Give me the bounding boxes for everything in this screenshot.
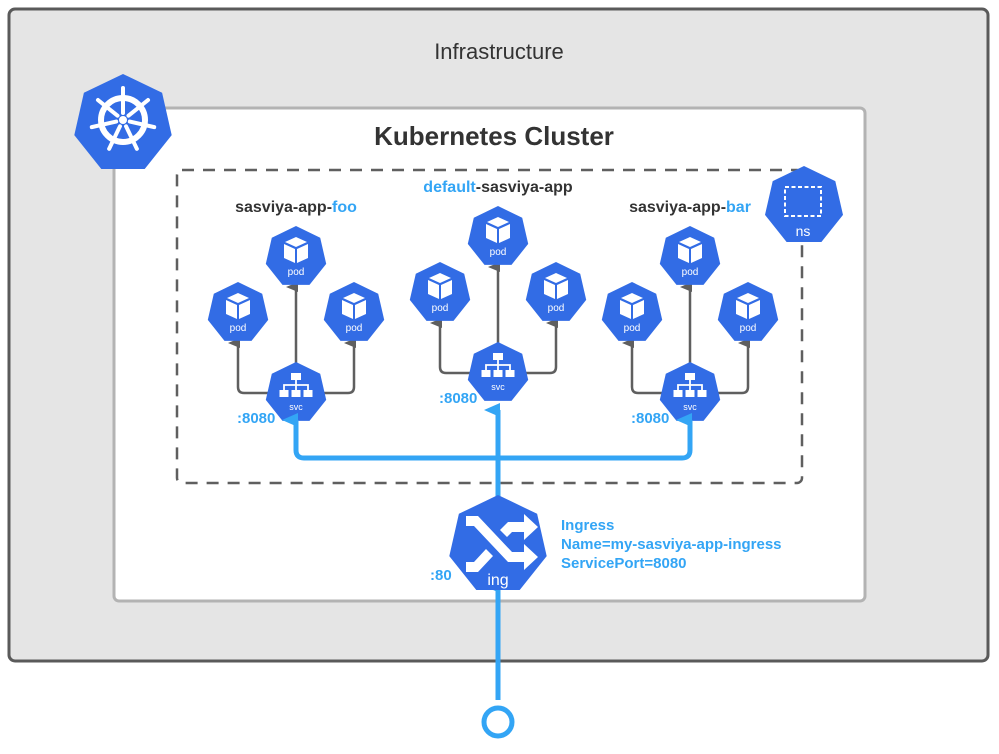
namespace-title: sasviya-app-bar — [629, 199, 751, 216]
hierarchy-icon — [279, 373, 313, 397]
svc-to-pod-arrow — [622, 338, 662, 395]
service-label: svc — [683, 402, 697, 412]
ingress-port: :80 — [430, 567, 452, 584]
kubernetes-helm-wheel-icon — [89, 86, 157, 151]
service-icon: svc — [467, 342, 529, 401]
pod-icon: pod — [525, 262, 587, 321]
pod-icon: pod — [265, 226, 327, 285]
ingress-info-title: Ingress — [561, 517, 614, 534]
pod-label: pod — [490, 247, 507, 258]
ingress-icon: ing — [449, 495, 547, 590]
cube-icon — [342, 293, 366, 319]
namespace-icon: ns — [765, 166, 843, 242]
service-icon: svc — [265, 362, 327, 421]
cube-icon — [486, 217, 510, 243]
ingress-shuffle-icon — [466, 514, 538, 572]
cube-icon — [544, 273, 568, 299]
service-port: :8080 — [237, 410, 275, 427]
namespace-title-part: default — [423, 179, 476, 196]
pod-label: pod — [548, 303, 565, 314]
pod-label: pod — [288, 267, 305, 278]
pod-label: pod — [432, 303, 449, 314]
pod-label: pod — [346, 323, 363, 334]
pod-icon: pod — [323, 282, 385, 341]
pod-icon: pod — [207, 282, 269, 341]
svc-to-pod-arrow — [718, 338, 750, 395]
namespace-dashed-box — [175, 168, 804, 485]
pod-icon: pod — [409, 262, 471, 321]
namespace-title-part: sasviya-app- — [235, 199, 332, 216]
svc-to-pod-arrow — [430, 318, 470, 375]
route-to-bar-svc — [498, 413, 693, 461]
namespace-title-part: foo — [332, 199, 357, 216]
pod-label: pod — [624, 323, 641, 334]
pod-label: pod — [740, 323, 757, 334]
namespace-title-part: sasviya-app- — [629, 199, 726, 216]
svc-to-pod-arrow — [228, 338, 268, 395]
ingress-icon-label: ing — [487, 572, 508, 589]
pod-icon: pod — [659, 226, 721, 285]
pod-icon: pod — [467, 206, 529, 265]
infrastructure-title: Infrastructure — [434, 39, 564, 64]
namespace-title: sasviya-app-foo — [235, 199, 357, 216]
cube-icon — [620, 293, 644, 319]
cluster-title: Kubernetes Cluster — [374, 121, 614, 151]
hierarchy-icon — [481, 353, 515, 377]
pod-label: pod — [230, 323, 247, 334]
ingress-routing — [282, 403, 693, 739]
namespace-title: default-sasviya-app — [423, 179, 573, 196]
pod-label: pod — [682, 267, 699, 278]
service-icon: svc — [659, 362, 721, 421]
pod-icon: pod — [717, 282, 779, 341]
ingress-info-name: Name=my-sasviya-app-ingress — [561, 536, 782, 553]
namespace-bar: sasviya-app-bar pod pod pod svc :8080 — [601, 199, 779, 427]
namespace-default: default-sasviya-app pod pod pod svc :8080 — [409, 179, 587, 407]
namespace-foo: sasviya-app-foo pod pod pod svc :8080 — [207, 199, 385, 427]
pod-icon: pod — [601, 282, 663, 341]
external-traffic-endpoint — [481, 705, 515, 739]
cube-icon — [226, 293, 250, 319]
cube-icon — [678, 237, 702, 263]
cube-icon — [428, 273, 452, 299]
hierarchy-icon — [673, 373, 707, 397]
service-port: :8080 — [439, 390, 477, 407]
namespace-title-part: -sasviya-app — [476, 179, 573, 196]
svc-to-pod-arrow — [526, 318, 558, 375]
service-label: svc — [491, 382, 505, 392]
namespace-icon-label: ns — [796, 223, 811, 239]
ingress-info-service-port: ServicePort=8080 — [561, 555, 687, 572]
route-to-foo-svc — [282, 413, 501, 498]
service-port: :8080 — [631, 410, 669, 427]
service-label: svc — [289, 402, 303, 412]
svc-to-pod-arrow — [324, 338, 356, 395]
cube-icon — [284, 237, 308, 263]
cube-icon — [736, 293, 760, 319]
kubernetes-logo — [74, 74, 172, 169]
namespace-title-part: bar — [726, 199, 751, 216]
